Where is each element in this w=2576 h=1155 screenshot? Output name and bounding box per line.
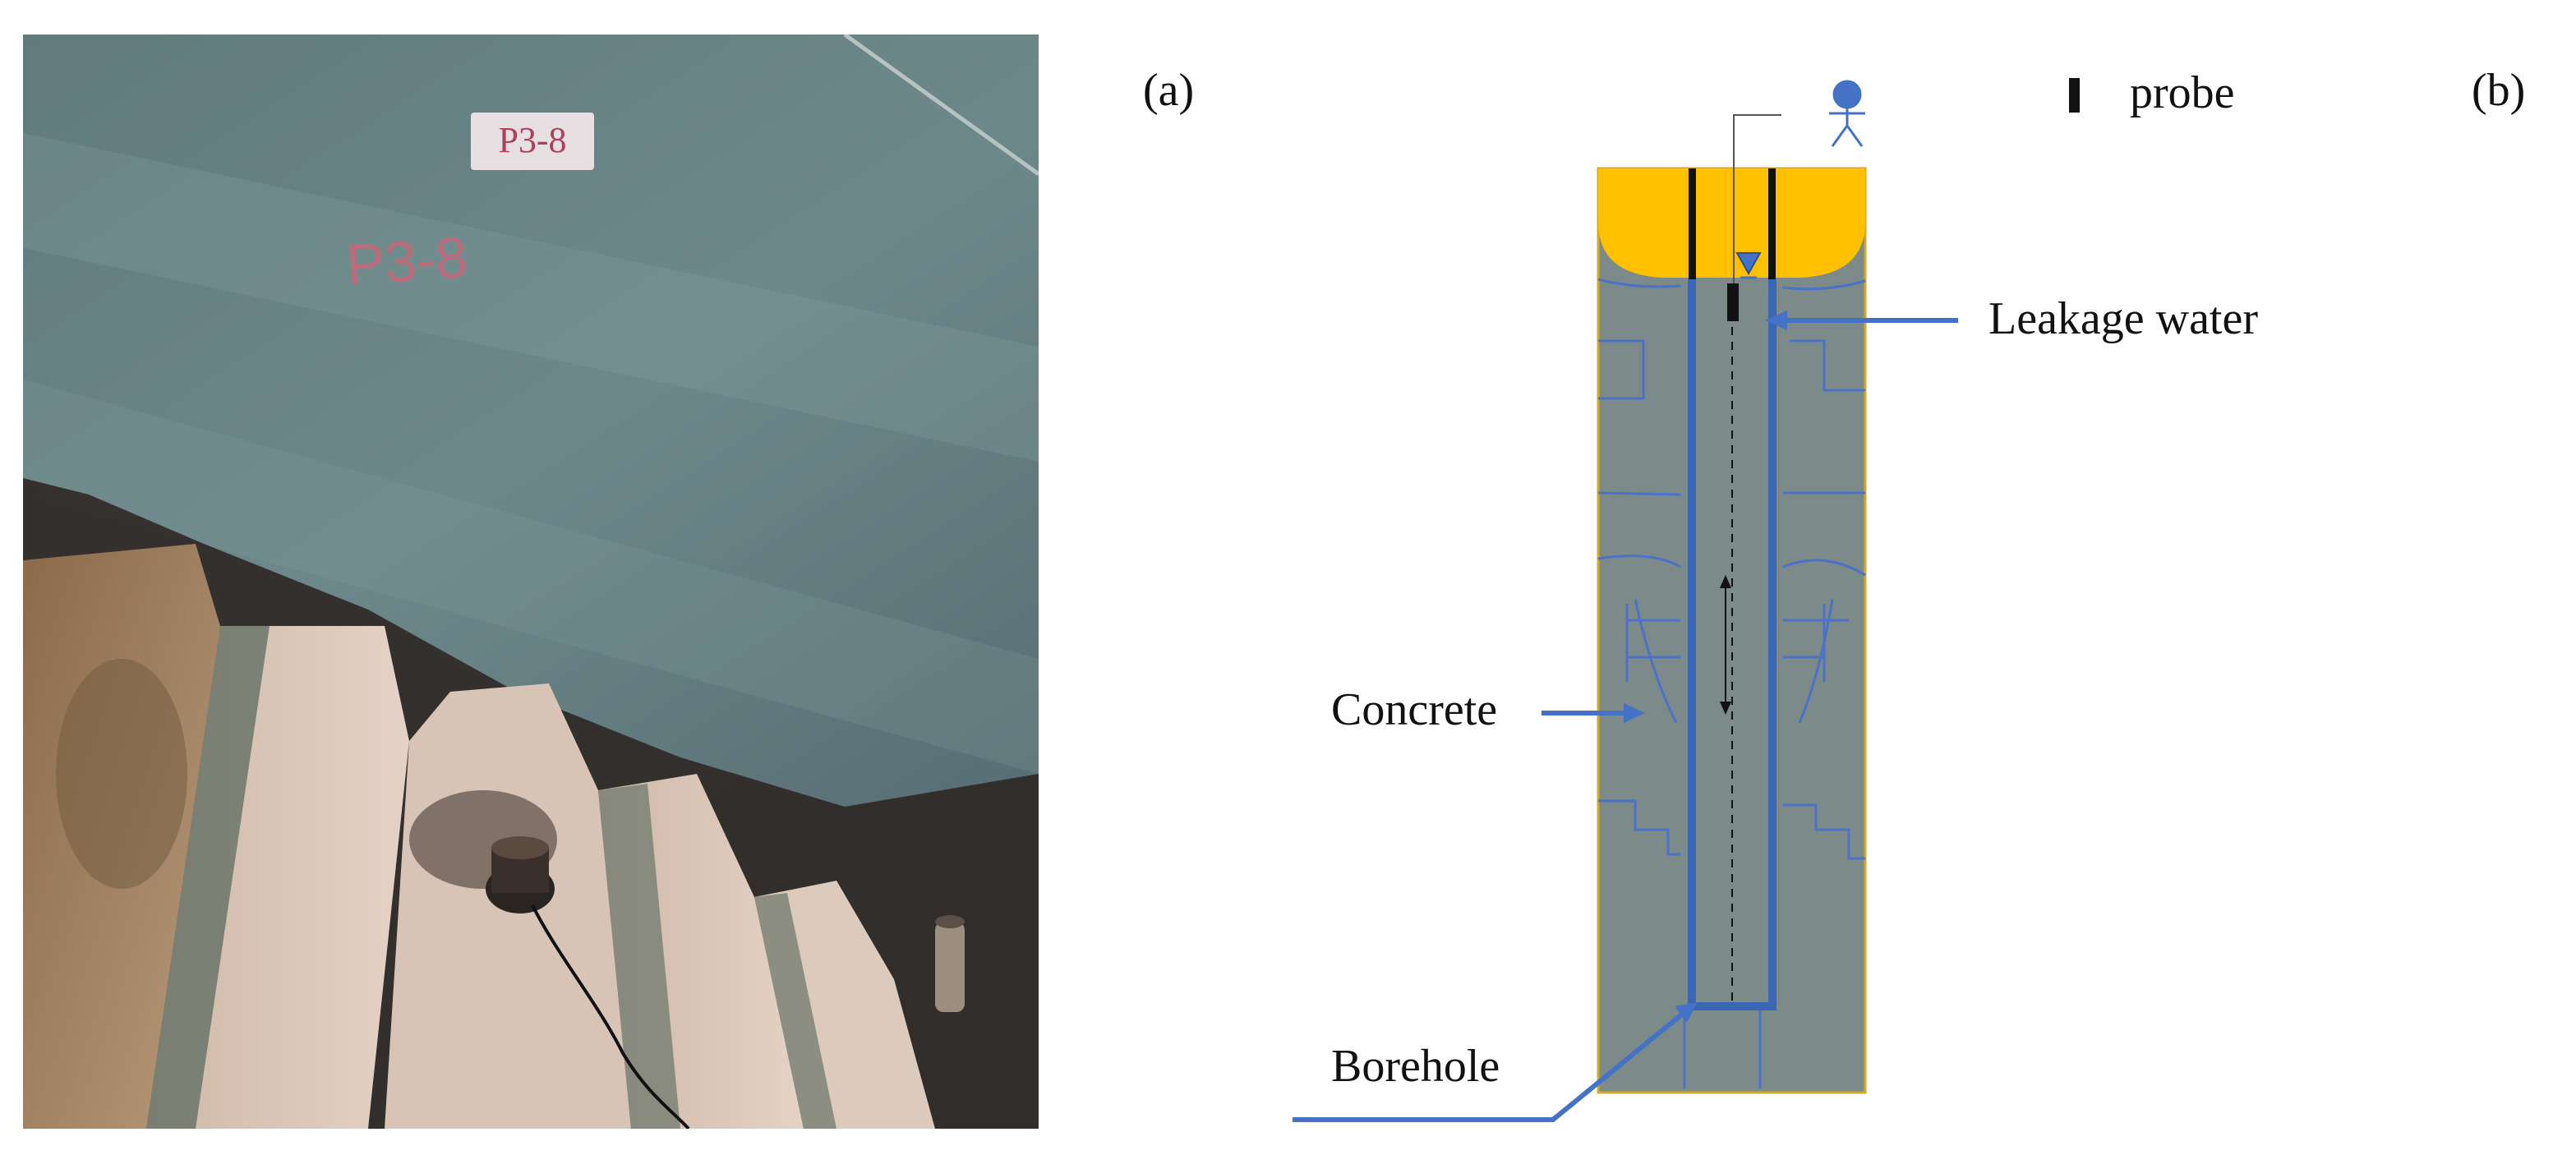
- water-level-icon: [1735, 252, 1762, 279]
- sign-text: P3-8: [498, 120, 566, 160]
- person-icon: [1829, 80, 1865, 147]
- water-cap: [1598, 168, 1865, 278]
- painted-marking: P3-8: [344, 225, 470, 297]
- leakage-water-label: Leakage water: [1988, 293, 2258, 344]
- borehole-label: Borehole: [1331, 1041, 1500, 1092]
- location-sign: P3-8: [471, 113, 594, 170]
- double-arrow-icon: [1720, 575, 1731, 715]
- concrete-label: Concrete: [1331, 684, 1498, 735]
- borehole-schematic: [1060, 0, 2576, 1151]
- crack-lines: [1597, 278, 1866, 1088]
- probe-cable: [1733, 114, 1781, 283]
- probe-icon: [1727, 283, 1739, 321]
- legend-probe-label: probe: [2130, 67, 2235, 118]
- legend-probe-icon: [2069, 78, 2080, 113]
- panel-b-label: (b): [2472, 65, 2526, 116]
- borehole-outline: [1688, 279, 1776, 1010]
- panel-a-label: (a): [1143, 65, 1195, 116]
- site-photo: P3-8 P3-8: [23, 35, 1039, 1129]
